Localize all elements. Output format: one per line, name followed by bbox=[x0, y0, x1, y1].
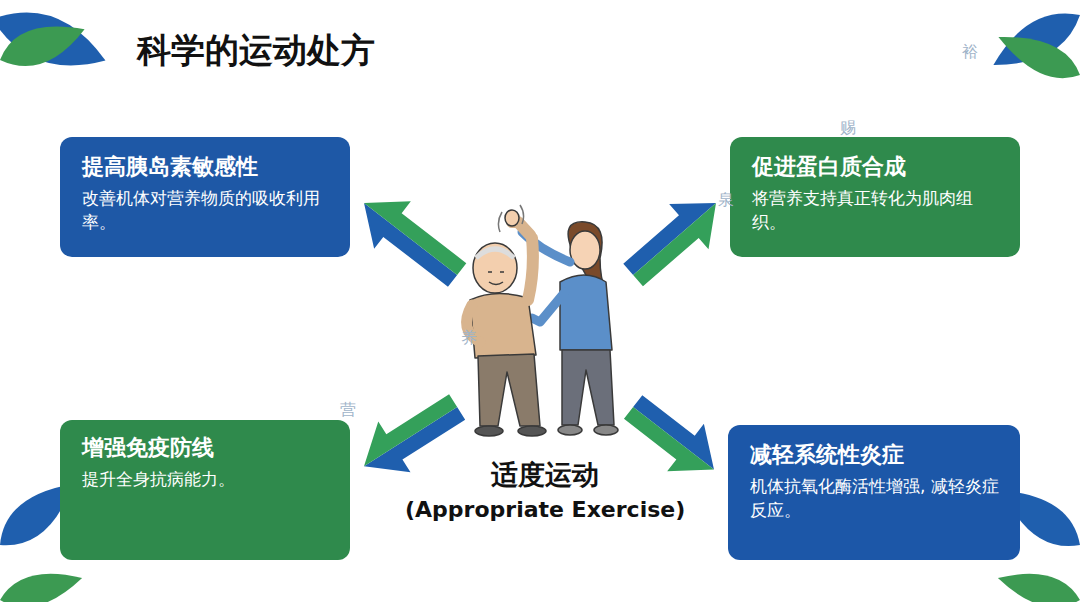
box-heading: 提高胰岛素敏感性 bbox=[82, 153, 332, 182]
man-head bbox=[473, 243, 517, 293]
shoe bbox=[518, 426, 546, 436]
leaf bbox=[994, 564, 1080, 602]
box-heading: 增强免疫防线 bbox=[82, 434, 332, 463]
caregiver-arm bbox=[532, 292, 565, 322]
watermark: 泉 bbox=[718, 190, 734, 211]
box-body: (Appropriate Exercise) bbox=[405, 494, 685, 526]
shoe bbox=[475, 426, 503, 436]
arrow-half bbox=[615, 407, 714, 493]
box-body: 机体抗氧化酶活性增强, 减轻炎症反应。 bbox=[750, 474, 1002, 523]
box-body: 改善机体对营养物质的吸收利用率。 bbox=[82, 186, 332, 235]
block-arrow bbox=[348, 382, 473, 492]
leaf bbox=[0, 13, 91, 77]
watermark: 营 bbox=[340, 400, 356, 421]
box-body: 将营养支持真正转化为肌肉组织。 bbox=[752, 186, 1002, 235]
benefit-box: 减轻系统性炎症机体抗氧化酶活性增强, 减轻炎症反应。 bbox=[728, 425, 1020, 560]
watermark: 裕 bbox=[962, 42, 978, 63]
leaf bbox=[992, 23, 1080, 88]
hand bbox=[505, 210, 519, 226]
man-face bbox=[488, 272, 504, 285]
caregiver-pants bbox=[562, 350, 614, 425]
leaf bbox=[0, 564, 86, 602]
benefit-box: 促进蛋白质合成将营养支持真正转化为肌肉组织。 bbox=[730, 137, 1020, 257]
arrow-half bbox=[364, 179, 475, 275]
block-arrow bbox=[346, 179, 476, 298]
caregiver-head bbox=[570, 231, 600, 269]
man-hair bbox=[476, 249, 514, 258]
box-heading: 适度运动 bbox=[405, 457, 685, 492]
man-arm bbox=[528, 238, 533, 300]
benefit-box: 增强免疫防线提升全身抗病能力。 bbox=[60, 420, 350, 560]
box-heading: 促进蛋白质合成 bbox=[752, 153, 1002, 182]
caregiver-shirt bbox=[560, 275, 612, 350]
box-body: 提升全身抗病能力。 bbox=[82, 467, 332, 492]
center-exercise: 适度运动(Appropriate Exercise) bbox=[397, 205, 693, 532]
arrow-half bbox=[633, 203, 736, 298]
box-heading: 减轻系统性炎症 bbox=[750, 441, 1002, 470]
shoe bbox=[594, 425, 618, 435]
block-arrow bbox=[615, 383, 733, 493]
man-pants bbox=[478, 354, 540, 426]
leaf bbox=[0, 0, 113, 86]
shoe bbox=[558, 425, 582, 435]
watermark: 养 bbox=[461, 328, 477, 349]
motion-lines bbox=[498, 205, 523, 232]
watermark: 赐 bbox=[840, 118, 856, 139]
diagram-title: 科学的运动处方 bbox=[137, 28, 375, 74]
block-arrow bbox=[613, 180, 735, 297]
arrow-half bbox=[348, 382, 457, 467]
benefit-box: 提高胰岛素敏感性改善机体对营养物质的吸收利用率。 bbox=[60, 137, 350, 257]
